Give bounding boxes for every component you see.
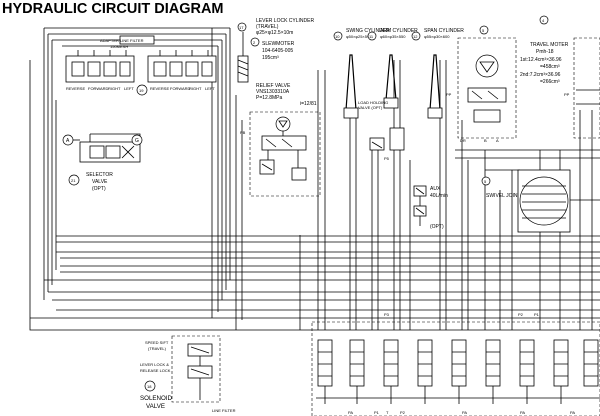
lever-lock-label: LEVER LOCK CYLINDER xyxy=(256,18,314,24)
travel-motor-label: TRAVEL MOTER xyxy=(530,42,569,48)
swivel-joint-callout: 5 xyxy=(484,179,487,184)
left-valve-label-forward: FORWARD xyxy=(88,86,109,91)
relief-valve-spec-3: i=12/81 xyxy=(300,101,317,107)
port-pp-right: PP xyxy=(564,92,570,97)
port-pp-left: PP xyxy=(446,92,452,97)
callout-19: 19 xyxy=(136,84,148,96)
travel-pilot-valve-left: REVERSE FORWARD RIGHT LEFT xyxy=(65,50,135,91)
selector-label-3: (OPT) xyxy=(92,186,106,192)
callout-19-number: 19 xyxy=(139,88,144,93)
relief-valve-spec-2: P=12.8MPa xyxy=(256,95,282,101)
lever-lock-cylinder: 17 LEVER LOCK CYLINDER (TRAVEL) φ25×φ12.… xyxy=(237,18,314,83)
selector-port-a: A xyxy=(66,138,70,144)
swivel-joint: 5 SWIVEL JOINT xyxy=(481,169,571,233)
travel-pilot-valve-right: REVERSE FORWARD RIGHT LEFT xyxy=(147,50,217,91)
arm-cylinder-callout: 11 xyxy=(369,34,374,39)
travel-motor-right: 4 TRAVEL MOTER Pmh-18 1st:12.4cm³×36.96 … xyxy=(520,15,600,139)
adapter-filter-label: ADAPTER LINE FILTER xyxy=(100,38,144,43)
arm-cylinder-spec: φ60×φ35×550 xyxy=(380,34,406,39)
slew-motor-label: SLEWMOTER xyxy=(262,41,295,47)
port-pa-2: PA xyxy=(462,410,467,415)
travel-motor-left: 5 DR B A PP xyxy=(446,25,517,143)
span-cylinder-label: SPAN CYLINDER xyxy=(424,28,464,34)
port-pa-3: PA xyxy=(520,410,525,415)
left-valve-label-reverse: REVERSE xyxy=(66,86,85,91)
port-pa-4: PA xyxy=(570,410,575,415)
slew-motor-spec-2: 195cm³ xyxy=(262,55,279,61)
load-holding-valve: LOAD HOLDING VALVE (OPT) P5 xyxy=(358,100,405,161)
travel-motor-spec-3: =458cm³ xyxy=(540,64,560,70)
arm-cylinder-label: ARM CYLINDER xyxy=(380,28,418,34)
adapter-line-filter: ADAPTER LINE FILTER 150MESH xyxy=(100,35,155,49)
slew-motor-spec: 104-6405-005 xyxy=(262,48,293,54)
travel-motor-spec: Pmh-18 xyxy=(536,49,554,55)
right-valve-label-forward: FORWARD xyxy=(170,86,191,91)
selector-label: SELECTOR xyxy=(86,172,113,178)
load-holding-label-2: VALVE (OPT) xyxy=(358,105,383,110)
span-cylinder-spec: φ55×φ30×600 xyxy=(424,34,450,39)
span-cylinder: 12 SPAN CYLINDER φ55×φ30×600 xyxy=(411,28,464,119)
solenoid-valve: SPEED SIFT (TRAVEL) LEVER LOCK & RELEASE… xyxy=(140,335,236,413)
lever-lock-callout: 17 xyxy=(239,25,244,30)
travel-motor-spec-5: =266cm³ xyxy=(540,79,560,85)
selector-label-2: VALVE xyxy=(92,179,108,185)
port-b: B xyxy=(484,138,487,143)
speed-shift-label-2: (TRAVEL) xyxy=(148,346,167,351)
port-dr: DR xyxy=(460,138,466,143)
port-p1: P1 xyxy=(374,410,380,415)
travel-motor-spec-4: 2nd:7.2cm³×36.96 xyxy=(520,72,561,78)
swing-cylinder-spec: φ50×φ25×590 xyxy=(346,34,372,39)
port-a: A xyxy=(496,138,499,143)
arm-cylinder: 11 ARM CYLINDER φ60×φ35×550 xyxy=(367,28,418,109)
port-p3: P3 xyxy=(384,312,390,317)
right-valve-label-reverse: REVERSE xyxy=(150,86,169,91)
page-title: HYDRAULIC CIRCUIT DIAGRAM xyxy=(2,1,224,17)
solenoid-label-2: VALVE xyxy=(146,403,165,410)
swing-cylinder-callout: 10 xyxy=(335,34,340,39)
slew-motor: 2 SLEWMOTER 104-6405-005 195cm³ RELIEF V… xyxy=(240,37,321,197)
lever-lock-release-label-2: RELEASE LOCK xyxy=(140,368,171,373)
right-valve-label-right: RIGHT xyxy=(189,86,202,91)
aux-label: AUX xyxy=(430,186,441,192)
span-cylinder-callout: 12 xyxy=(413,34,418,39)
control-valve-bank: P3 P2 P1 PA P1 T P2 PA PA PA xyxy=(311,312,600,416)
port-p2: P2 xyxy=(400,410,406,415)
selector-port-g: G xyxy=(135,138,139,144)
adapter-filter-spec: 150MESH xyxy=(110,44,128,49)
load-holding-label: LOAD HOLDING xyxy=(358,100,388,105)
lever-lock-label-2: (TRAVEL) xyxy=(256,24,279,30)
port-p1-top: P1 xyxy=(534,312,540,317)
port-pa-1: PA xyxy=(348,410,353,415)
swing-cylinder: 10 SWING CYLINDER φ50×φ25×590 xyxy=(333,28,390,119)
swing-cylinder-label: SWING CYLINDER xyxy=(346,28,390,34)
aux-label-2: (OPT) xyxy=(430,224,444,230)
travel-motor-spec-2: 1st:12.4cm³×36.96 xyxy=(520,57,562,63)
lever-lock-spec: φ25×φ12.5×10m xyxy=(256,30,293,36)
relief-valve-label: RELIEF VALVE xyxy=(256,83,291,89)
selector-valve: A G 21 SELECTOR VALVE (OPT) xyxy=(62,133,143,192)
port-pb: PB xyxy=(240,130,246,135)
selector-callout: 21 xyxy=(71,178,76,183)
travel-motor-left-callout: 5 xyxy=(482,28,485,33)
travel-motor-right-callout: 4 xyxy=(542,18,545,23)
aux-valve: AUX 40L/min (OPT) xyxy=(413,185,448,230)
swivel-joint-label: SWIVEL JOINT xyxy=(486,193,521,199)
port-p5: P5 xyxy=(384,156,390,161)
port-p2-top: P2 xyxy=(518,312,524,317)
solenoid-label: SOLENOID xyxy=(140,395,173,402)
speed-shift-label: SPEED SIFT xyxy=(145,340,169,345)
solenoid-callout: 18 xyxy=(147,384,152,389)
left-valve-label-right: RIGHT xyxy=(108,86,121,91)
port-t: T xyxy=(386,410,389,415)
line-filter-label: LINE FILTER xyxy=(212,408,236,413)
left-valve-label-left: LEFT xyxy=(124,86,134,91)
aux-spec: 40L/min xyxy=(430,193,448,199)
lever-lock-release-label: LEVER LOCK & xyxy=(140,362,169,367)
relief-valve-spec: VNS1303310A xyxy=(256,89,290,95)
slew-motor-callout: 2 xyxy=(253,40,256,45)
right-valve-label-left: LEFT xyxy=(205,86,215,91)
